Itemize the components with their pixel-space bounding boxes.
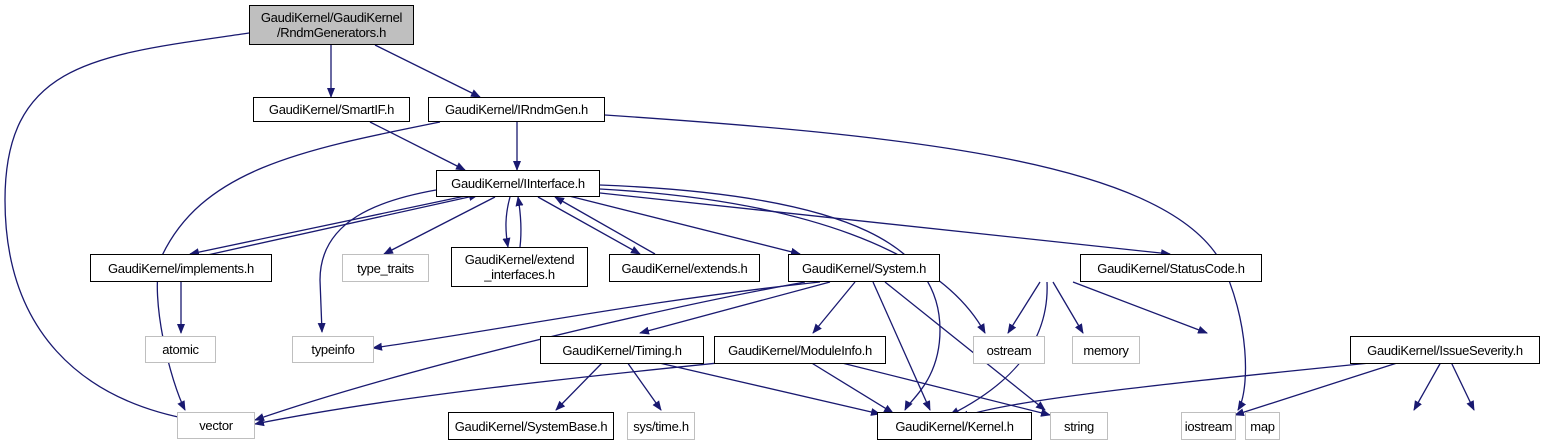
node-iinterface[interactable]: GaudiKernel/IInterface.h — [436, 170, 600, 197]
edge-system-kernel — [872, 281, 931, 411]
node-statuscode[interactable]: GaudiKernel/StatusCode.h — [1080, 254, 1262, 282]
edge-timing-kernel — [654, 361, 881, 416]
node-irndmgen[interactable]: GaudiKernel/IRndmGen.h — [428, 97, 605, 122]
edge-moduleinfo-string — [837, 361, 1051, 417]
edge-timing-systembase — [555, 361, 604, 411]
edge-irndmgen-string — [604, 114, 1247, 411]
edge-system-timing — [639, 281, 831, 335]
edge-implements-iinterface — [193, 193, 479, 259]
node-iostream[interactable]: iostream — [1181, 412, 1236, 440]
node-systembase[interactable]: GaudiKernel/SystemBase.h — [448, 412, 614, 440]
edge-moduleinfo-vector — [254, 361, 729, 427]
node-typeinfo[interactable]: typeinfo — [292, 336, 374, 363]
node-ostream[interactable]: ostream — [973, 336, 1045, 364]
edge-statuscode-kernel — [949, 281, 1048, 416]
edge-moduleinfo-kernel — [809, 361, 894, 414]
node-type-traits[interactable]: type_traits — [342, 254, 429, 282]
edge-extend-interfaces-iinterface — [515, 196, 524, 248]
edge-iinterface-type-traits — [383, 196, 496, 255]
edge-timing-systime — [626, 361, 662, 411]
edge-issueseverity-string — [1234, 361, 1401, 417]
edge-iinterface-extends — [537, 196, 641, 255]
node-smartif[interactable]: GaudiKernel/SmartIF.h — [253, 97, 410, 122]
edge-iinterface-system — [564, 194, 801, 256]
node-string[interactable]: string — [1050, 412, 1108, 440]
edge-root-vector — [4, 32, 250, 423]
edge-issueseverity-kernel — [959, 361, 1381, 419]
edge-issueseverity-iostream — [1413, 361, 1442, 411]
node-system[interactable]: GaudiKernel/System.h — [788, 254, 940, 282]
edge-smartif-iinterface — [369, 121, 466, 171]
node-memory[interactable]: memory — [1072, 336, 1140, 364]
edge-iinterface-extend-interfaces — [502, 196, 511, 248]
node-moduleinfo[interactable]: GaudiKernel/ModuleInfo.h — [714, 336, 886, 364]
edge-system-string — [884, 281, 1046, 411]
edge-issueseverity-map — [1450, 361, 1475, 411]
edge-statuscode-issueseverity — [1072, 281, 1208, 334]
node-rndmgenerators[interactable]: GaudiKernel/GaudiKernel /RndmGenerators.… — [249, 5, 414, 45]
node-issueseverity[interactable]: GaudiKernel/IssueSeverity.h — [1350, 336, 1540, 364]
node-vector[interactable]: vector — [177, 412, 255, 439]
edge-statuscode-memory — [1052, 281, 1084, 334]
node-systime[interactable]: sys/time.h — [627, 412, 695, 440]
edge-system-moduleinfo — [812, 281, 856, 334]
node-kernel[interactable]: GaudiKernel/Kernel.h — [877, 412, 1032, 440]
node-extend-interfaces[interactable]: GaudiKernel/extend _interfaces.h — [451, 247, 588, 287]
node-timing[interactable]: GaudiKernel/Timing.h — [540, 336, 704, 364]
edge-iinterface-statuscode — [599, 192, 1171, 258]
edge-system-vector — [254, 281, 806, 421]
edge-statuscode-ostream — [1007, 281, 1041, 334]
edge-iinterface-implements — [189, 194, 471, 257]
edge-iinterface-typeinfo — [317, 189, 437, 333]
edge-iinterface-kernel — [599, 184, 941, 411]
edge-system-typeinfo — [372, 281, 821, 351]
node-implements[interactable]: GaudiKernel/implements.h — [90, 254, 272, 282]
edge-root-irndmgen — [374, 44, 481, 98]
node-extends[interactable]: GaudiKernel/extends.h — [609, 254, 760, 282]
edge-extends-iinterface — [554, 196, 656, 255]
edge-iinterface-ostream — [599, 188, 986, 334]
node-atomic[interactable]: atomic — [145, 336, 216, 363]
node-map[interactable]: map — [1245, 412, 1280, 440]
